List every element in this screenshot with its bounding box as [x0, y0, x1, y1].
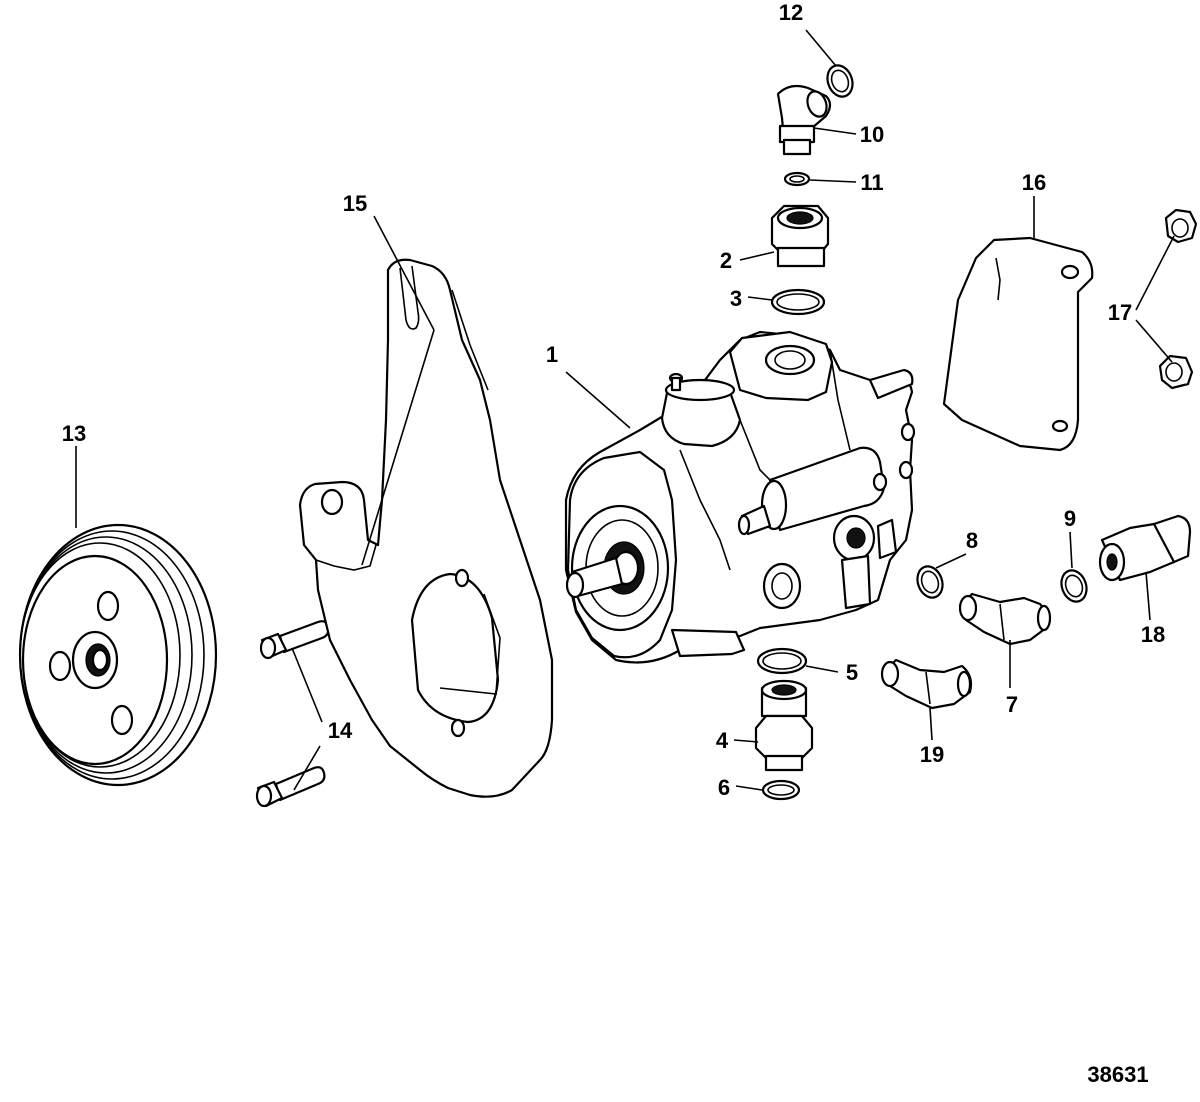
- callout-14: 14: [328, 718, 353, 743]
- callout-8: 8: [966, 528, 978, 553]
- callout-5: 5: [846, 660, 858, 685]
- callout-11: 11: [860, 170, 883, 195]
- part-16-bracket: [942, 236, 1094, 452]
- part-17-nut-lower: [1158, 354, 1194, 390]
- part-1-pump: [564, 330, 916, 664]
- callout-9: 9: [1064, 506, 1076, 531]
- callout-4: 4: [716, 728, 729, 753]
- part-17-nut-upper: [1164, 208, 1198, 244]
- leader-lines: [75, 29, 1175, 791]
- part-10-elbow-fitting: [776, 84, 832, 156]
- callout-12: 12: [779, 0, 803, 25]
- part-15-mounting-bracket: [298, 258, 554, 798]
- callout-18: 18: [1141, 622, 1165, 647]
- part-12-o-ring: [826, 64, 854, 98]
- callout-15: 15: [343, 191, 367, 216]
- part-13-pulley: [18, 523, 218, 787]
- callout-labels: 1 2 3 4 5 6 7 8 9 10 11 12 13 14 15 16 1…: [62, 0, 1165, 800]
- callout-17: 17: [1108, 300, 1132, 325]
- figure-number: 38631: [1087, 1062, 1148, 1087]
- callout-1: 1: [546, 342, 558, 367]
- part-3-o-ring: [770, 288, 826, 316]
- part-2-adapter-fitting: [770, 204, 830, 268]
- part-6-o-ring: [761, 779, 801, 801]
- callout-19: 19: [920, 742, 944, 767]
- callout-3: 3: [730, 286, 742, 311]
- callout-7: 7: [1006, 692, 1018, 717]
- part-14-bolt-lower: [255, 766, 326, 808]
- callout-16: 16: [1022, 170, 1046, 195]
- callout-6: 6: [718, 775, 730, 800]
- part-14-bolt-upper: [259, 620, 330, 660]
- part-11-o-ring: [783, 171, 811, 187]
- part-8-o-ring: [916, 565, 944, 599]
- part-18-straight-fitting: [1098, 514, 1192, 582]
- part-4-fitting: [754, 679, 814, 772]
- part-5-o-ring: [756, 647, 808, 675]
- callout-2: 2: [720, 248, 732, 273]
- part-19-elbow-fitting: [880, 658, 973, 710]
- callout-10: 10: [860, 122, 884, 147]
- part-9-o-ring: [1060, 569, 1088, 603]
- part-7-elbow-fitting: [958, 592, 1052, 646]
- callout-13: 13: [62, 421, 86, 446]
